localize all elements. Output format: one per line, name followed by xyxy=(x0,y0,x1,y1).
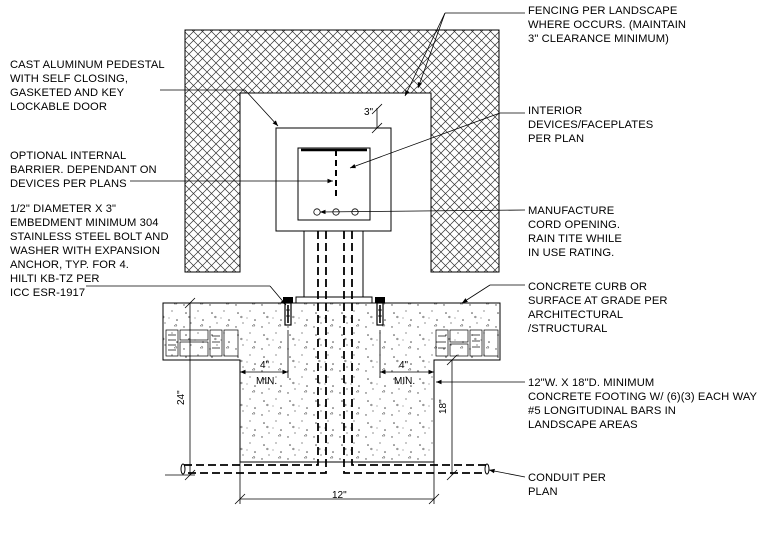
anchor-bolt-right xyxy=(375,297,385,326)
cord-opening xyxy=(313,208,321,216)
svg-text:MANUFACTURE: MANUFACTURE xyxy=(528,205,614,217)
right-min-dimension: 4" xyxy=(399,360,409,371)
leader-lines xyxy=(86,12,526,478)
note-interior-devices: INTERIOR DEVICES/FACEPLATES PER PLAN xyxy=(528,105,653,145)
svg-text:1/2" DIAMETER X 3": 1/2" DIAMETER X 3" xyxy=(10,203,116,215)
dimension-left-min xyxy=(240,330,289,378)
dimension-clearance xyxy=(371,103,383,134)
conduits xyxy=(183,231,487,474)
dimension-right-min xyxy=(379,330,434,378)
note-concrete-curb: CONCRETE CURB OR SURFACE AT GRADE PER AR… xyxy=(528,281,668,335)
svg-text:CONCRETE FOOTING W/ (6)(3) EAC: CONCRETE FOOTING W/ (6)(3) EACH WAY xyxy=(528,391,758,403)
svg-text:CORD OPENING.: CORD OPENING. xyxy=(528,219,620,231)
svg-text:GASKETED AND KEY: GASKETED AND KEY xyxy=(10,87,125,99)
concrete-slab xyxy=(162,296,501,463)
svg-text:ANCHOR, TYP. FOR 4.: ANCHOR, TYP. FOR 4. xyxy=(10,259,129,271)
svg-text:CONDUIT PER: CONDUIT PER xyxy=(528,472,606,484)
svg-text:PER PLAN: PER PLAN xyxy=(528,133,584,145)
svg-text:/STRUCTURAL: /STRUCTURAL xyxy=(528,323,607,335)
left-min-label: MIN. xyxy=(256,376,277,387)
left-min-dimension: 4" xyxy=(260,360,270,371)
svg-text:ICC ESR-1917: ICC ESR-1917 xyxy=(10,287,85,299)
svg-text:3" CLEARANCE MINIMUM): 3" CLEARANCE MINIMUM) xyxy=(528,33,669,45)
svg-text:FENCING PER LANDSCAPE: FENCING PER LANDSCAPE xyxy=(528,5,677,17)
svg-text:EMBEDMENT MINIMUM 304: EMBEDMENT MINIMUM 304 xyxy=(10,217,159,229)
depth-footing-dimension: 18" xyxy=(438,399,449,414)
svg-text:DEVICES/FACEPLATES: DEVICES/FACEPLATES xyxy=(528,119,653,131)
note-pedestal: CAST ALUMINUM PEDESTAL WITH SELF CLOSING… xyxy=(10,59,165,113)
note-footing: 12"W. X 18"D. MINIMUM CONCRETE FOOTING W… xyxy=(528,377,758,431)
svg-text:LOCKABLE DOOR: LOCKABLE DOOR xyxy=(10,101,107,113)
svg-text:CONCRETE CURB OR: CONCRETE CURB OR xyxy=(528,281,647,293)
svg-text:BARRIER. DEPENDANT ON: BARRIER. DEPENDANT ON xyxy=(10,164,157,176)
pedestal xyxy=(275,127,392,300)
note-cord-opening: MANUFACTURE CORD OPENING. RAIN TITE WHIL… xyxy=(528,205,622,259)
note-barrier: OPTIONAL INTERNAL BARRIER. DEPENDANT ON … xyxy=(10,150,157,190)
svg-text:RAIN TITE WHILE: RAIN TITE WHILE xyxy=(528,233,622,245)
svg-text:SURFACE AT GRADE PER: SURFACE AT GRADE PER xyxy=(528,295,668,307)
svg-text:PLAN: PLAN xyxy=(528,486,558,498)
dimension-width xyxy=(234,462,440,505)
svg-text:DEVICES PER PLANS: DEVICES PER PLANS xyxy=(10,178,127,190)
svg-text:WASHER WITH EXPANSION: WASHER WITH EXPANSION xyxy=(10,245,160,257)
svg-text:STAINLESS STEEL BOLT AND: STAINLESS STEEL BOLT AND xyxy=(10,231,169,243)
anchor-bolt-left xyxy=(283,297,293,326)
svg-text:WHERE OCCURS. (MAINTAIN: WHERE OCCURS. (MAINTAIN xyxy=(528,19,686,31)
svg-text:IN USE RATING.: IN USE RATING. xyxy=(528,247,614,259)
svg-text:#5 LONGITUDINAL BARS IN: #5 LONGITUDINAL BARS IN xyxy=(528,405,676,417)
note-conduit: CONDUIT PER PLAN xyxy=(528,472,606,498)
depth-total-dimension: 24" xyxy=(176,390,187,405)
svg-text:CAST ALUMINUM PEDESTAL: CAST ALUMINUM PEDESTAL xyxy=(10,59,165,71)
right-min-label: MIN. xyxy=(394,376,415,387)
svg-text:LANDSCAPE AREAS: LANDSCAPE AREAS xyxy=(528,419,638,431)
note-fencing: FENCING PER LANDSCAPE WHERE OCCURS. (MAI… xyxy=(528,5,686,45)
svg-text:HILTI KB-TZ PER: HILTI KB-TZ PER xyxy=(10,273,100,285)
width-dimension: 12" xyxy=(332,490,347,501)
svg-text:WITH SELF CLOSING,: WITH SELF CLOSING, xyxy=(10,73,128,85)
note-anchor-bolt: 1/2" DIAMETER X 3" EMBEDMENT MINIMUM 304… xyxy=(10,203,169,299)
fence-enclosure xyxy=(184,29,500,273)
svg-text:INTERIOR: INTERIOR xyxy=(528,105,582,117)
dimension-depth-footing xyxy=(434,354,458,481)
svg-text:12"W. X 18"D. MINIMUM: 12"W. X 18"D. MINIMUM xyxy=(528,377,654,389)
clearance-dimension: 3" xyxy=(364,107,374,118)
svg-text:ARCHITECTURAL: ARCHITECTURAL xyxy=(528,309,623,321)
svg-text:OPTIONAL INTERNAL: OPTIONAL INTERNAL xyxy=(10,150,126,162)
dimension-depth-total xyxy=(165,297,196,481)
